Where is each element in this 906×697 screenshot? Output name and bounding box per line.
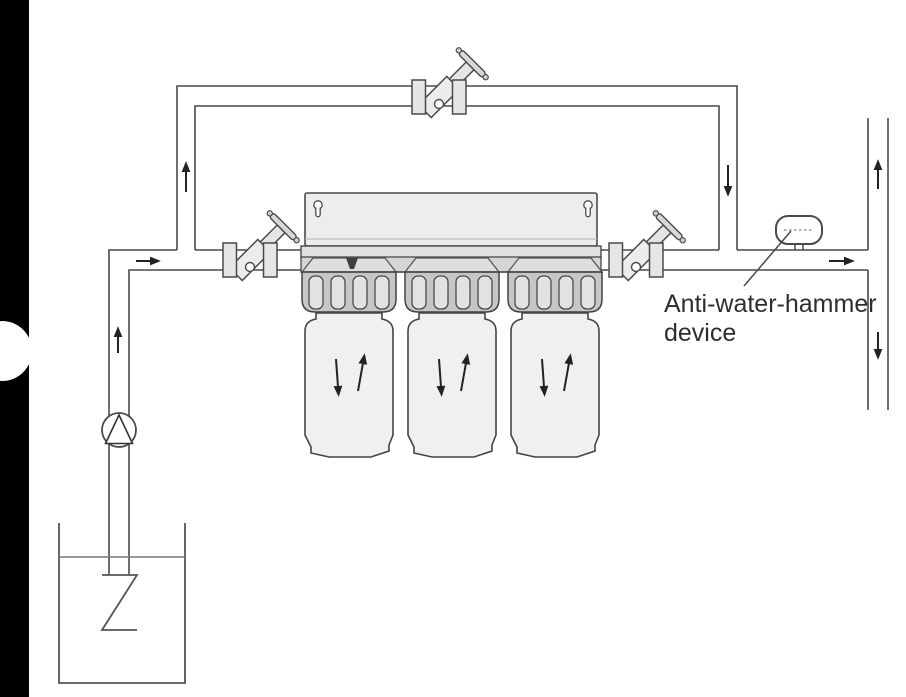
device-label-line2: device xyxy=(664,319,736,347)
pipe-network xyxy=(108,85,889,574)
bypass-valve-icon xyxy=(411,45,491,119)
pressure-release-button xyxy=(346,258,358,269)
cartridge-3 xyxy=(508,258,602,457)
bracket-lip xyxy=(300,245,602,259)
filter-unit xyxy=(300,192,602,457)
supply-tank xyxy=(58,523,186,684)
mounting-bracket xyxy=(304,192,598,247)
page-edge-notch xyxy=(0,321,32,381)
suction-strainer-icon xyxy=(100,574,139,631)
label-leader-line xyxy=(743,230,792,287)
flow-arrows xyxy=(113,159,883,360)
keyhole-slot-icon xyxy=(313,200,593,218)
cartridge-1 xyxy=(302,258,396,457)
anti-water-hammer-device-icon xyxy=(775,215,823,250)
page-edge-bar xyxy=(0,0,32,697)
pump-icon xyxy=(101,412,137,448)
cartridge-2 xyxy=(405,258,499,457)
device-label-line1: Anti-water-hammer xyxy=(664,290,877,318)
